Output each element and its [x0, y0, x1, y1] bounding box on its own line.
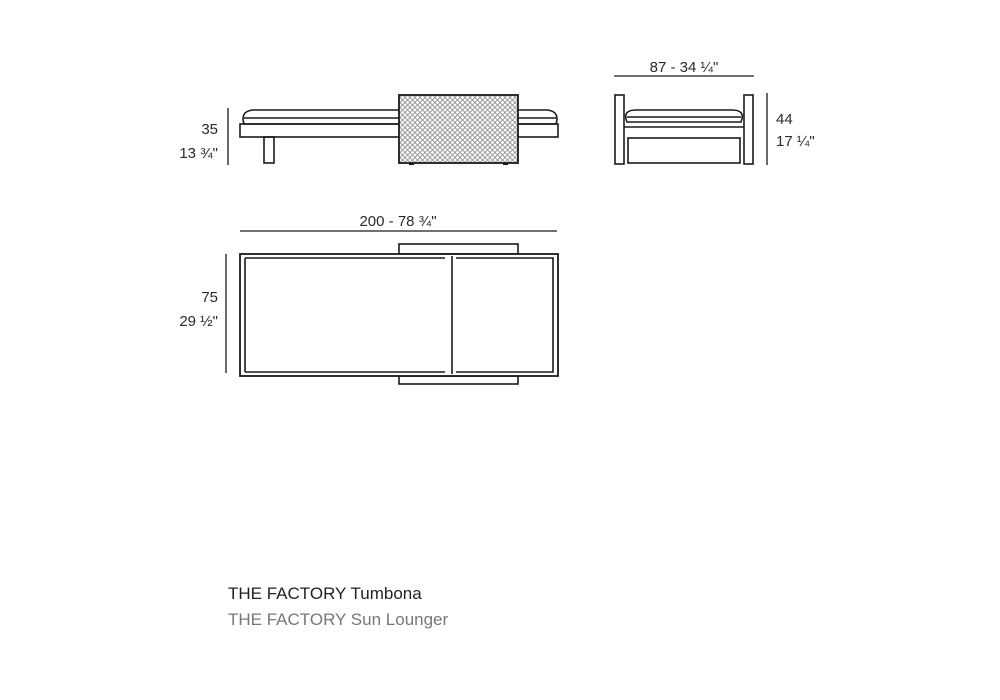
cushion — [242, 109, 558, 125]
front-view: 87 - 34 ¼" 44 17 ¼" — [614, 59, 815, 165]
table-top-edge — [398, 243, 519, 255]
top-width-in: 29 ½" — [179, 313, 218, 330]
front-width: 87 - 34 ¼" — [650, 59, 719, 76]
leg — [263, 136, 275, 164]
front-cushion — [624, 109, 744, 123]
left-armrest — [614, 94, 625, 165]
mesh-side-table — [398, 94, 519, 164]
top-length: 200 - 78 ¾" — [359, 213, 436, 230]
side-view: 35 13 ¾" — [179, 94, 559, 165]
top-width-cm: 75 — [201, 289, 218, 306]
top-view: 200 - 78 ¾" 75 29 ½" — [179, 213, 559, 385]
caption-title-spanish: THE FACTORY Tumbona — [228, 584, 422, 603]
right-armrest — [743, 94, 754, 165]
side-height-cm: 35 — [201, 121, 218, 138]
front-height-cm: 44 — [776, 111, 793, 128]
caption-title-english: THE FACTORY Sun Lounger — [228, 610, 449, 629]
side-height-in: 13 ¾" — [179, 145, 218, 162]
lounger-top-outline — [239, 253, 559, 377]
table-bottom-edge — [398, 375, 519, 385]
front-height-in: 17 ¼" — [776, 133, 815, 150]
